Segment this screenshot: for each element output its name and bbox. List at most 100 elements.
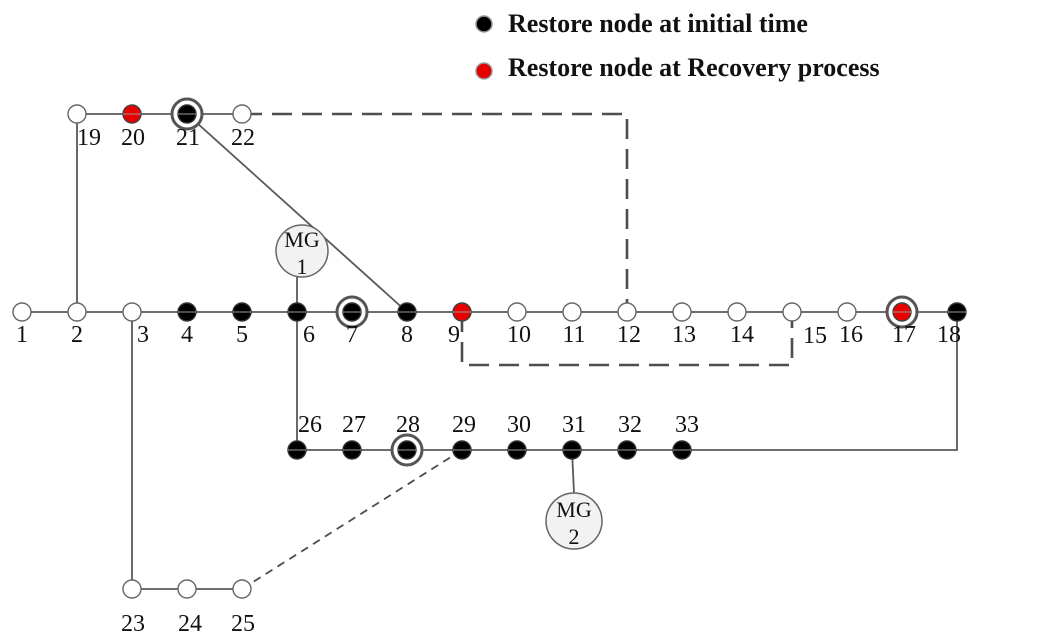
tie-line-9-15 xyxy=(460,312,794,367)
node-label-33: 33 xyxy=(675,412,699,438)
node-label-32: 32 xyxy=(618,412,642,438)
node-marker-10 xyxy=(507,302,527,322)
legend-initial-label: Restore node at initial time xyxy=(508,9,808,38)
node-label-26: 26 xyxy=(298,412,322,438)
node-marker-11 xyxy=(562,302,582,322)
legend-recovery-marker xyxy=(475,62,493,80)
node-23 xyxy=(122,579,142,599)
node-3 xyxy=(122,302,142,322)
node-label-8: 8 xyxy=(401,322,413,348)
node-label-13: 13 xyxy=(672,322,696,348)
node-label-23: 23 xyxy=(121,611,145,637)
node-marker-22 xyxy=(232,104,252,124)
node-label-24: 24 xyxy=(178,611,202,637)
node-label-2: 2 xyxy=(71,322,83,348)
node-2 xyxy=(67,302,87,322)
node-17 xyxy=(885,295,919,329)
legend-initial-marker xyxy=(475,15,493,33)
node-20 xyxy=(122,104,142,124)
node-10 xyxy=(507,302,527,322)
node-label-15: 15 xyxy=(803,323,827,349)
node-marker-16 xyxy=(837,302,857,322)
legend: Restore node at initial time Restore nod… xyxy=(475,9,880,82)
microgrid-circle-mg2 xyxy=(545,492,603,550)
node-label-18: 18 xyxy=(937,322,961,348)
node-29 xyxy=(452,440,472,460)
node-31 xyxy=(562,440,582,460)
node-label-7: 7 xyxy=(346,322,358,348)
node-label-19: 19 xyxy=(77,125,101,151)
node-label-3: 3 xyxy=(137,322,149,348)
node-label-11: 11 xyxy=(562,322,585,348)
node-label-16: 16 xyxy=(839,322,863,348)
node-label-21: 21 xyxy=(176,125,200,151)
node-21 xyxy=(170,97,204,131)
line-33-18 xyxy=(682,312,958,451)
node-label-28: 28 xyxy=(396,412,420,438)
node-marker-12 xyxy=(617,302,637,322)
node-label-4: 4 xyxy=(181,322,193,348)
node-marker-2 xyxy=(67,302,87,322)
node-label-27: 27 xyxy=(342,412,366,438)
node-28 xyxy=(390,433,424,467)
node-30 xyxy=(507,440,527,460)
microgrid-mg1: MG1 xyxy=(275,224,329,312)
node-label-22: 22 xyxy=(231,125,255,151)
legend-item-initial: Restore node at initial time xyxy=(475,9,808,38)
node-marker-3 xyxy=(122,302,142,322)
node-22 xyxy=(232,104,252,124)
node-label-1: 1 xyxy=(16,322,28,348)
node-label-30: 30 xyxy=(507,412,531,438)
node-33 xyxy=(672,440,692,460)
node-9 xyxy=(452,302,472,322)
node-18 xyxy=(947,302,967,322)
node-marker-23 xyxy=(122,579,142,599)
nodes-layer xyxy=(12,97,967,599)
node-label-20: 20 xyxy=(121,125,145,151)
node-19 xyxy=(67,104,87,124)
lines-layer xyxy=(22,112,958,590)
microgrid-label-mg1-line1: MG xyxy=(284,227,320,252)
tie-line-22-12 xyxy=(242,112,629,312)
node-label-17: 17 xyxy=(892,322,916,348)
microgrid-label-mg2-line1: MG xyxy=(556,497,592,522)
microgrid-label-mg1-line2: 1 xyxy=(297,254,308,279)
node-label-10: 10 xyxy=(507,322,531,348)
node-24 xyxy=(177,579,197,599)
line-21-8 xyxy=(186,113,408,313)
node-12 xyxy=(617,302,637,322)
node-label-31: 31 xyxy=(562,412,586,438)
node-32 xyxy=(617,440,637,460)
node-14 xyxy=(727,302,747,322)
node-11 xyxy=(562,302,582,322)
node-label-5: 5 xyxy=(236,322,248,348)
node-label-12: 12 xyxy=(617,322,641,348)
node-27 xyxy=(342,440,362,460)
node-label-9: 9 xyxy=(448,322,460,348)
node-4 xyxy=(177,302,197,322)
legend-item-recovery: Restore node at Recovery process xyxy=(475,53,880,82)
node-marker-14 xyxy=(727,302,747,322)
node-label-25: 25 xyxy=(231,611,255,637)
node-marker-13 xyxy=(672,302,692,322)
node-1 xyxy=(12,302,32,322)
node-15 xyxy=(782,302,802,322)
node-8 xyxy=(397,302,417,322)
node-marker-1 xyxy=(12,302,32,322)
node-label-14: 14 xyxy=(730,322,754,348)
node-marker-15 xyxy=(782,302,802,322)
microgrid-mg2: MG2 xyxy=(545,449,603,550)
node-16 xyxy=(837,302,857,322)
tie-line-25-29 xyxy=(241,449,463,590)
node-7 xyxy=(335,295,369,329)
node-label-29: 29 xyxy=(452,412,476,438)
node-25 xyxy=(232,579,252,599)
node-13 xyxy=(672,302,692,322)
microgrid-label-mg2-line2: 2 xyxy=(569,524,580,549)
legend-recovery-label: Restore node at Recovery process xyxy=(508,53,880,82)
node-marker-25 xyxy=(232,579,252,599)
node-marker-19 xyxy=(67,104,87,124)
